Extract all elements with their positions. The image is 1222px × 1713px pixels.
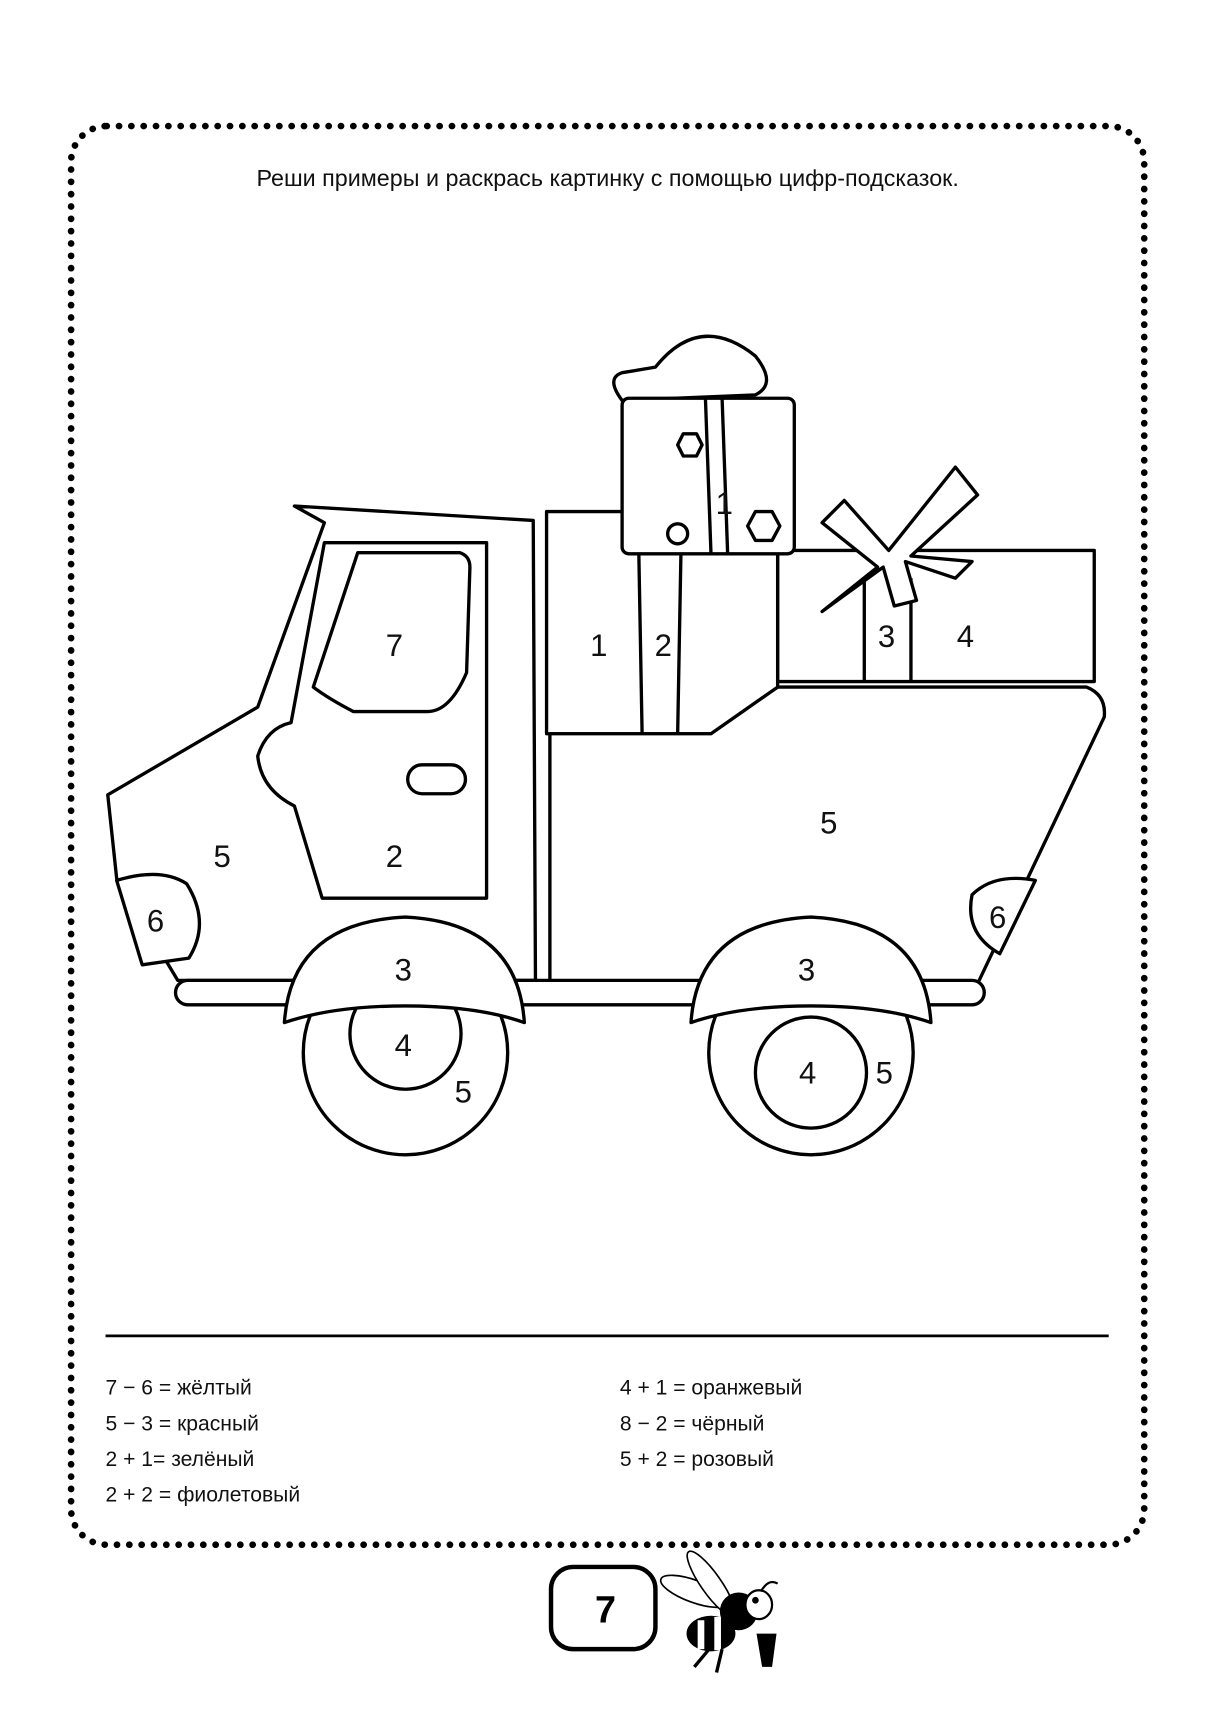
legend-item: 2 + 2 = фиолетовый bbox=[106, 1483, 301, 1506]
number-label: 4 bbox=[957, 619, 974, 654]
fender-left bbox=[282, 915, 527, 1025]
legend-item: 5 + 2 = розовый bbox=[620, 1448, 774, 1471]
legend-item: 2 + 1= зелёный bbox=[106, 1448, 255, 1471]
headlight-right bbox=[969, 876, 1038, 956]
fender-right bbox=[689, 915, 933, 1025]
legend-item: 4 + 1 = оранжевый bbox=[620, 1377, 802, 1400]
number-label: 5 bbox=[455, 1075, 472, 1110]
truck-picture: 7 2 5 6 6 5 3 3 4 4 5 5 1 1 2 3 4 bbox=[106, 334, 1107, 1157]
headlight-left bbox=[114, 872, 202, 967]
page-number: 7 bbox=[595, 1589, 616, 1631]
number-label: 3 bbox=[395, 952, 412, 987]
legend-item: 5 − 3 = красный bbox=[106, 1412, 259, 1435]
legend-item: 8 − 2 = чёрный bbox=[620, 1412, 765, 1435]
number-label: 6 bbox=[147, 903, 164, 938]
number-label: 4 bbox=[395, 1028, 412, 1063]
door-handle bbox=[406, 763, 468, 796]
number-label: 1 bbox=[590, 628, 607, 663]
legend: 7 − 6 = жёлтый 5 − 3 = красный 2 + 1= зе… bbox=[106, 1377, 803, 1507]
number-label: 6 bbox=[989, 900, 1006, 935]
page-number-box bbox=[548, 1564, 658, 1652]
instruction-text: Реши примеры и раскрась картинку с помощ… bbox=[256, 165, 958, 191]
number-label: 3 bbox=[878, 619, 895, 654]
number-label: 1 bbox=[716, 486, 733, 521]
number-label: 4 bbox=[799, 1056, 816, 1091]
truck-bed bbox=[548, 685, 1107, 986]
number-label: 2 bbox=[386, 839, 403, 874]
number-label: 5 bbox=[214, 839, 231, 874]
number-label: 7 bbox=[386, 628, 403, 663]
bee-icon bbox=[659, 1550, 779, 1673]
bow-icon bbox=[820, 465, 980, 614]
number-label: 2 bbox=[655, 628, 672, 663]
number-label: 3 bbox=[798, 952, 815, 987]
dotted-border bbox=[67, 122, 1148, 1549]
truck-window bbox=[311, 550, 472, 714]
legend-item: 7 − 6 = жёлтый bbox=[106, 1377, 252, 1400]
number-label: 5 bbox=[876, 1056, 893, 1091]
bow-icon bbox=[612, 334, 769, 403]
number-label: 5 bbox=[820, 806, 837, 841]
